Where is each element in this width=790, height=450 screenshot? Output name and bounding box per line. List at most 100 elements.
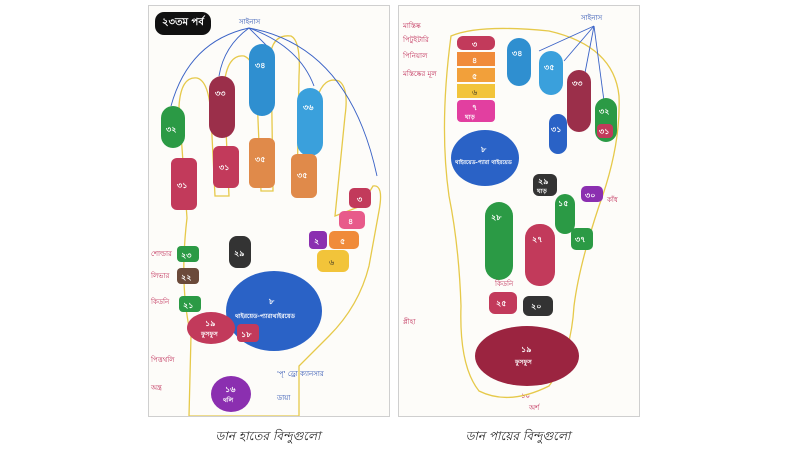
toe-num-5: ৫ [472, 72, 477, 81]
foot-sinus-label: সাইনাস [580, 14, 603, 22]
foot-sinus-arrows [538, 25, 605, 102]
finger-point-35b [291, 154, 317, 198]
thumb-point-2 [309, 231, 327, 249]
num-7: ৭ [472, 103, 477, 112]
foot-ann-kidney: কিডনি [494, 280, 514, 288]
toe-point-3 [457, 36, 495, 50]
num-37: ৩৭ [575, 235, 585, 244]
left-num-23: ২৩ [181, 251, 192, 260]
finger-point-36 [297, 88, 323, 156]
finger-num-31b: ৩১ [219, 163, 229, 172]
thumb-num-2: ২ [314, 237, 319, 246]
toe-point-31b [597, 124, 613, 138]
sinus-label: সাইনাস [238, 18, 261, 26]
left-num-18: ১৮ [241, 330, 252, 339]
foot-ann-bottom: অর্শ [528, 404, 540, 412]
sinus-arrows [170, 27, 378, 177]
foot-diagram-panel: সাইনাস ৩ ৪ ৫ ৬ ৭ ঘাড় ৩৪ ৩৫ ৩৩ ৩২ ৩১ ৩১ … [398, 5, 640, 417]
ann-bottom-0: 'পৃ' ড্রো ক্যানসার [277, 370, 324, 378]
thumb-num-4: ৪ [348, 217, 353, 226]
num-25: ২৫ [496, 299, 506, 308]
thumb-point-4 [339, 211, 365, 229]
finger-point-34 [249, 44, 275, 116]
finger-num-35b: ৩৫ [297, 171, 307, 180]
finger-num-34: ৩৪ [255, 61, 265, 70]
point-30b [581, 186, 603, 202]
finger-num-35: ৩৫ [255, 155, 265, 164]
foot-ann-pineal: পিনিয়াল [402, 52, 428, 60]
left-point-21 [179, 296, 201, 312]
thumb-point-3 [349, 188, 371, 208]
point-20 [523, 296, 553, 316]
point-29 [533, 174, 557, 196]
finger-num-33: ৩৩ [215, 89, 226, 98]
finger-num-32: ৩২ [166, 125, 176, 134]
point-15 [555, 194, 575, 234]
hand-caption: ডান হাতের বিন্দুগুলো [215, 429, 321, 443]
toe-point-34 [507, 38, 531, 86]
point-28 [485, 202, 513, 280]
center-point-29 [229, 236, 251, 268]
finger-point-35 [249, 138, 275, 188]
num-30b: ৩০ [585, 191, 595, 200]
ann-left-4: অন্ত্র [150, 384, 162, 392]
toe-num-31b: ৩১ [599, 127, 609, 136]
left-text-19: ফুসফুস [200, 331, 219, 339]
hand-diagram-panel: ২৩তম পর্ব সাইনাস ৩২ ৩১ ৩৩ ৩১ ৩৪ ৩৫ ৩৬ ৩৫ [148, 5, 390, 417]
toe-num-6: ৬ [472, 88, 477, 97]
bottom-text-16: থলি [223, 396, 234, 404]
toe-point-31 [549, 114, 567, 154]
ann-bottom-1: ডায়া [276, 394, 291, 402]
toe-num-32: ৩২ [599, 107, 609, 116]
point-19 [475, 326, 579, 386]
toe-point-33 [567, 70, 591, 132]
num-20: ২০ [531, 302, 541, 311]
left-num-19: ১৯ [205, 319, 215, 328]
toe-num-4: ৪ [472, 56, 477, 65]
left-point-22 [177, 268, 199, 284]
thumb-point-5 [329, 231, 359, 249]
foot-caption: ডান পায়ের বিন্দুগুলো [465, 429, 571, 443]
finger-point-32 [161, 106, 185, 148]
finger-num-31: ৩১ [177, 181, 187, 190]
thumb-num-3: ৩ [357, 195, 363, 204]
point-37 [571, 228, 593, 250]
center-text-8: থাইরয়েড-প্যারাথাইরয়েড [235, 312, 295, 320]
bottom-num-16: ১৬ [225, 385, 236, 394]
finger-point-31b [213, 146, 239, 188]
thumb-point-6 [317, 250, 349, 272]
foot-ann-pituitary: পিটুইটারি [402, 35, 429, 44]
foot-diagram: সাইনাস ৩ ৪ ৫ ৬ ৭ ঘাড় ৩৪ ৩৫ ৩৩ ৩২ ৩১ ৩১ … [402, 14, 620, 412]
toe-num-31: ৩১ [551, 125, 561, 134]
text-19: ফুসফুস [514, 359, 533, 367]
episode-badge: ২৩তম পর্ব [155, 12, 211, 35]
left-num-21: ২১ [183, 301, 193, 310]
toe-point-7 [457, 100, 495, 122]
finger-point-33 [209, 76, 235, 138]
foot-ann-brainstem: মস্তিষ্কের মূল [402, 70, 437, 78]
toe-point-4 [457, 52, 495, 66]
num-19: ১৯ [521, 345, 531, 354]
foot-ann-left-low: প্লীহা [403, 317, 416, 326]
num-8: ৮ [480, 145, 487, 154]
toe-num-34: ৩৪ [512, 49, 522, 58]
num-28: ২৮ [491, 213, 502, 222]
finger-point-31 [171, 158, 197, 210]
toe-num-33: ৩৩ [572, 79, 583, 88]
toe-point-5 [457, 68, 495, 82]
toe-point-6 [457, 84, 495, 98]
foot-ann-shoulder: কাঁধ [606, 195, 619, 204]
thumb-num-6: ৬ [329, 258, 334, 267]
left-point-18 [237, 324, 259, 342]
text-8: থাইরয়েড-প্যারা থাইরয়েড [455, 158, 513, 166]
left-point-23 [177, 246, 199, 262]
left-point-19 [187, 312, 235, 344]
finger-num-36: ৩৬ [303, 103, 314, 112]
toe-point-35 [539, 51, 563, 95]
toe-num-3: ৩ [472, 40, 478, 49]
center-num-8: ৮ [268, 297, 275, 306]
center-num-29: ২৯ [234, 249, 244, 258]
num-29: ২৯ [538, 177, 548, 186]
hand-outline [178, 35, 382, 416]
num-10: ১০ [521, 392, 530, 400]
